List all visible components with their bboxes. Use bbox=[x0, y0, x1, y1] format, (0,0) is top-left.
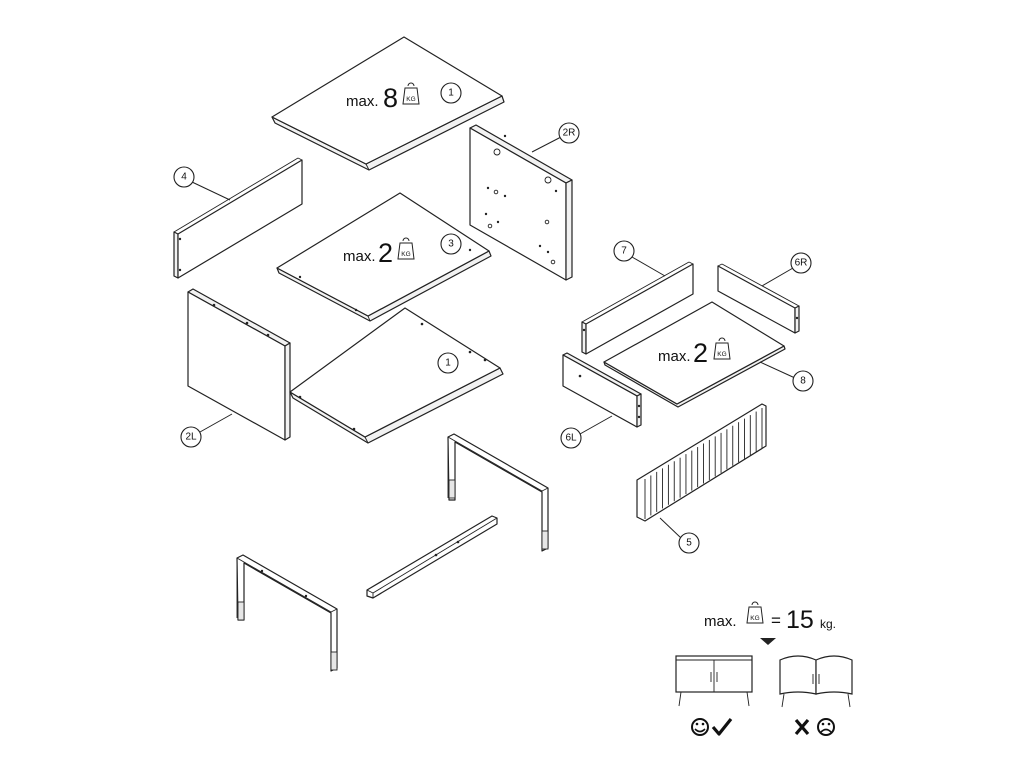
drawer-left-side: 6L bbox=[560, 352, 642, 449]
drawer-load-value: 2 bbox=[693, 338, 708, 368]
callout-2L bbox=[180, 426, 202, 448]
callout-3-label: 3 bbox=[448, 239, 454, 250]
callout-5 bbox=[678, 532, 700, 554]
kg-icon-label: KG bbox=[401, 251, 410, 258]
drawer-back: 7 bbox=[581, 240, 694, 355]
front-leg-frame bbox=[236, 554, 338, 672]
callout-7 bbox=[613, 240, 635, 262]
rear-leg-frame bbox=[447, 433, 549, 552]
total-load-prefix: max. bbox=[704, 613, 737, 630]
shelf-load-label: max. 2 KG bbox=[343, 237, 415, 268]
kg-icon-label: KG bbox=[717, 351, 726, 358]
callout-6R bbox=[790, 252, 812, 274]
right-side-panel: 2R bbox=[469, 122, 580, 281]
callout-1-top-label: 1 bbox=[448, 88, 454, 99]
drawer-right-side: 6R bbox=[717, 252, 812, 334]
callout-4 bbox=[173, 166, 195, 188]
callout-6L bbox=[560, 427, 582, 449]
callout-6L-label: 6L bbox=[565, 433, 577, 444]
back-rail: 4 bbox=[173, 157, 303, 279]
callout-8-label: 8 bbox=[800, 376, 806, 387]
total-load-unit: kg. bbox=[820, 617, 836, 631]
callout-3 bbox=[440, 233, 462, 255]
callout-7-label: 7 bbox=[621, 246, 627, 257]
weight-kg-icon: KG bbox=[402, 82, 420, 105]
weight-kg-icon: KG bbox=[397, 237, 415, 260]
total-load-value: 15 bbox=[786, 606, 814, 634]
top-load-value: 8 bbox=[383, 83, 398, 113]
bottom-panel: 1 bbox=[289, 307, 504, 444]
callout-2R-label: 2R bbox=[563, 128, 576, 139]
shelf-load-value: 2 bbox=[378, 238, 393, 268]
slatted-front-panel: 5 bbox=[636, 403, 767, 554]
drawer-bottom: max. 2 KG 8 bbox=[603, 301, 814, 408]
shelf-load-prefix: max. bbox=[343, 248, 376, 265]
kg-icon-label: KG bbox=[406, 96, 415, 103]
callout-6R-label: 6R bbox=[795, 258, 808, 269]
top-load-label: max. 8 KG bbox=[346, 82, 420, 113]
top-panel: max. 8 KG 1 bbox=[271, 36, 505, 171]
callout-5-label: 5 bbox=[686, 538, 692, 549]
callout-1-bottom-label: 1 bbox=[445, 358, 451, 369]
callout-2L-label: 2L bbox=[185, 432, 197, 443]
kg-icon-label: KG bbox=[750, 615, 759, 622]
cross-bar bbox=[366, 515, 498, 599]
middle-shelf: max. 2 KG 3 bbox=[276, 192, 492, 322]
callout-4-label: 4 bbox=[181, 172, 187, 183]
total-load-equals: = bbox=[771, 611, 781, 630]
down-arrow-icon bbox=[760, 638, 776, 645]
callout-2R bbox=[558, 122, 580, 144]
callout-8 bbox=[792, 370, 814, 392]
cabinet-doors-bowed bbox=[779, 655, 853, 708]
top-load-prefix: max. bbox=[346, 93, 379, 110]
drawer-load-prefix: max. bbox=[658, 348, 691, 365]
weight-kg-icon: KG bbox=[746, 601, 764, 624]
drawer-load-label: max. 2 KG bbox=[658, 337, 731, 368]
cross-frown-icon bbox=[794, 718, 835, 736]
left-side-panel: 2L bbox=[180, 288, 291, 448]
cabinet-doors-closed bbox=[675, 655, 753, 707]
smiley-check-icon bbox=[691, 718, 733, 736]
weight-kg-icon: KG bbox=[713, 337, 731, 360]
total-load-legend: max. KG = 15 kg. bbox=[704, 601, 836, 645]
callout-1-top bbox=[440, 82, 462, 104]
callout-1-bottom bbox=[437, 352, 459, 374]
